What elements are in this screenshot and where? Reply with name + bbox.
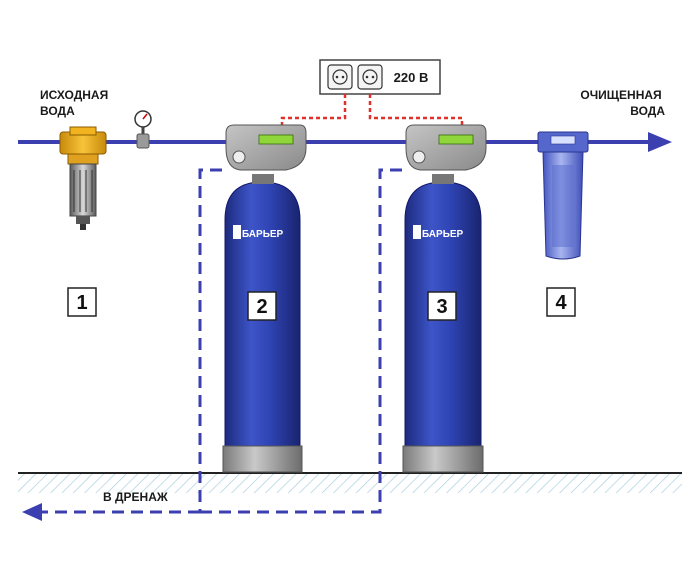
power-voltage-label: 220 В: [394, 70, 429, 85]
controller-display-icon: [438, 134, 474, 145]
signal-wires: [280, 94, 464, 128]
drain-arrow-icon: [22, 503, 42, 521]
brand-label: БАРЬЕР: [242, 229, 284, 240]
brand-logo-icon: [413, 225, 421, 239]
unit-number-box: [67, 287, 97, 317]
socket-icon: [327, 64, 353, 90]
ground: [18, 472, 682, 493]
unit-number: 4: [555, 292, 567, 314]
flow-arrow-icon: [648, 132, 672, 152]
brand-label: БАРЬЕР: [422, 229, 464, 240]
clean-water-label: ОЧИЩЕННАЯ ВОДА: [580, 88, 665, 118]
unit-number-box: [247, 291, 277, 321]
unit-number: 3: [436, 296, 447, 318]
controller-display-icon: [258, 134, 294, 145]
unit-number-box: [427, 291, 457, 321]
power-supply: 220 В: [319, 59, 441, 95]
pressure-gauge-icon: [134, 110, 152, 149]
filter-tank-2: БАРЬЕР 2: [222, 124, 307, 473]
brand-logo-icon: [233, 225, 241, 239]
unit-number: 1: [76, 292, 87, 314]
unit-number-box: [546, 287, 576, 317]
cartridge-filter-unit-4: [537, 131, 589, 260]
drain-label: В ДРЕНАЖ: [103, 490, 168, 504]
filter-tank-3: БАРЬЕР 3: [402, 124, 487, 473]
drain-lines: [40, 168, 402, 514]
unit-number: 2: [256, 296, 267, 318]
prefilter-unit-1: [59, 126, 107, 230]
source-water-label: ИСХОДНАЯ ВОДА: [40, 88, 112, 118]
socket-icon: [357, 64, 383, 90]
